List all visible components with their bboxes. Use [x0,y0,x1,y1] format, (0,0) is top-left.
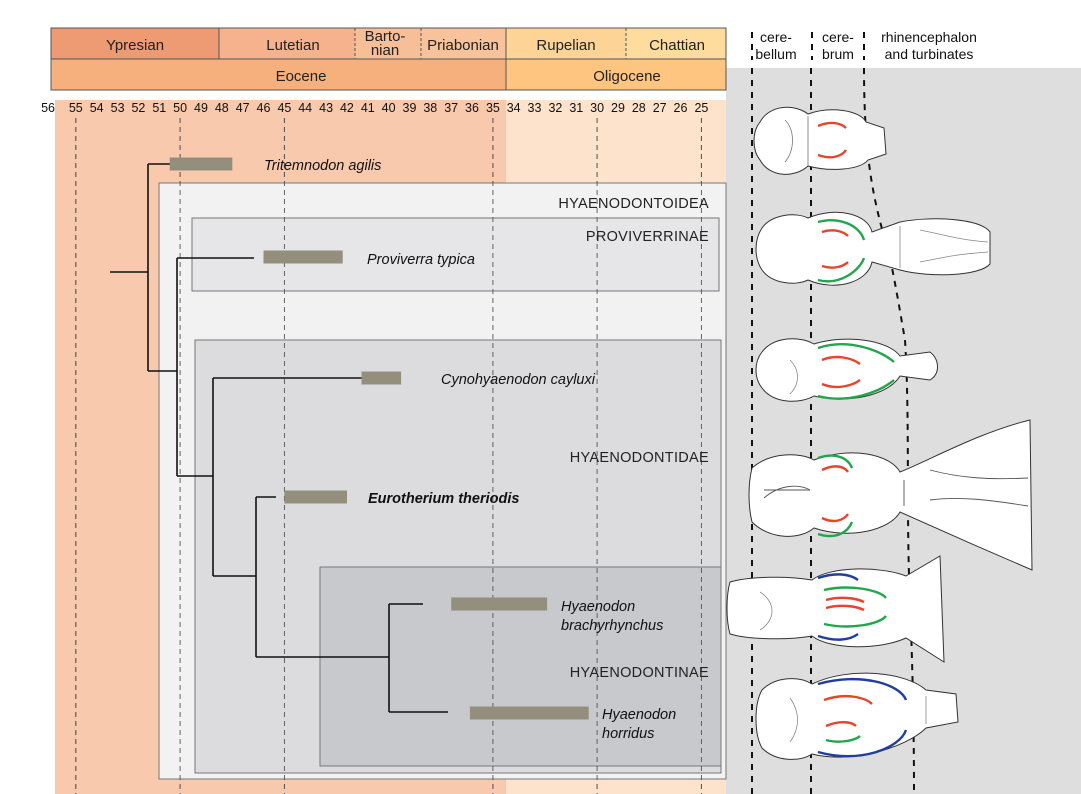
tick-label: 38 [423,101,437,115]
epoch-label: Eocene [276,68,327,85]
taxon-label: Eurotherium theriodis [368,491,519,507]
stage-label: Lutetian [266,37,319,54]
taxon-labels: Tritemnodon agilis Proviverra typica Cyn… [264,158,676,742]
range-bar [284,490,347,504]
tick-label: 44 [298,101,312,115]
tick-label: 47 [236,101,250,115]
taxon-label: Hyaenodon [602,707,676,723]
clade-label-proviverrinae: PROVIVERRINAE [586,229,709,245]
tick-label: 39 [403,101,417,115]
range-bar [451,597,548,611]
tick-label: 30 [590,101,604,115]
taxon-ranges [169,157,589,720]
tick-label: 25 [694,101,708,115]
tick-label: 31 [569,101,583,115]
epoch-label: Oligocene [593,68,661,85]
tick-label: 56 [41,101,55,115]
tick-label: 33 [528,101,542,115]
stage-label: Barto- [365,28,406,45]
taxon-label: Cynohyaenodon cayluxi [441,372,596,388]
column-label-cerebrum: brum [822,46,854,62]
brain-column-headers: cere- bellum cere- brum rhinencephalon a… [755,29,977,62]
tick-label: 32 [548,101,562,115]
tick-label: 35 [486,101,500,115]
stage-header: Ypresian Lutetian Barto- nian Priabonian… [50,27,727,60]
column-label-rhinencephalon: rhinencephalon [881,29,977,45]
tick-label: 54 [90,101,104,115]
brain-endocast-3 [755,338,938,402]
tick-label: 40 [382,101,396,115]
stage-label: Chattian [649,37,705,54]
tick-label: 53 [111,101,125,115]
tick-label: 45 [277,101,291,115]
range-bar [263,250,343,264]
column-label-cerebellum: bellum [755,46,796,62]
clade-label-hyaenodontidae: HYAENODONTIDAE [570,450,709,466]
range-bar [469,706,589,720]
brain-endocast-6 [755,672,959,760]
tick-label: 49 [194,101,208,115]
tick-label: 34 [507,101,521,115]
tick-label: 36 [465,101,479,115]
tick-label: 46 [257,101,271,115]
taxon-label: horridus [602,726,654,742]
taxon-label: Hyaenodon [561,599,635,615]
stage-label: Priabonian [427,37,499,54]
tick-label: 50 [173,101,187,115]
tick-label: 48 [215,101,229,115]
brain-endocast-1 [753,106,887,175]
tick-label: 28 [632,101,646,115]
phylogeny-tree [110,163,448,713]
tick-label: 37 [444,101,458,115]
column-label-rhinencephalon: and turbinates [885,46,974,62]
guide-lines-overlay [75,118,702,794]
tick-label: 41 [361,101,375,115]
tick-label: 42 [340,101,354,115]
stage-label: Ypresian [106,37,164,54]
tick-label: 43 [319,101,333,115]
range-bar [169,157,233,171]
epoch-header: Eocene Oligocene [50,58,727,91]
range-bar [361,371,402,385]
tick-label: 26 [674,101,688,115]
tick-label: 55 [69,101,83,115]
brain-endocast-4 [748,419,1033,571]
tick-label: 51 [152,101,166,115]
time-axis: 56 55 54 53 52 51 50 49 48 47 46 45 44 43 42 41 40 39 38 37… [41,101,708,115]
tick-label: 27 [653,101,667,115]
brain-endocast-5 [726,555,945,663]
clade-label-hyaenodontoidea: HYAENODONTOIDEA [558,196,709,212]
column-label-cerebellum: cere- [760,29,792,45]
taxon-label: Proviverra typica [367,252,475,268]
clade-label-hyaenodontinae: HYAENODONTINAE [570,665,709,681]
brain-endocast-2 [755,211,991,286]
tick-label: 52 [131,101,145,115]
stage-label: nian [371,42,399,59]
taxon-label: Tritemnodon agilis [264,158,381,174]
taxon-label: brachyrhynchus [561,618,663,634]
stage-label: Rupelian [536,37,595,54]
column-label-cerebrum: cere- [822,29,854,45]
tick-label: 29 [611,101,625,115]
